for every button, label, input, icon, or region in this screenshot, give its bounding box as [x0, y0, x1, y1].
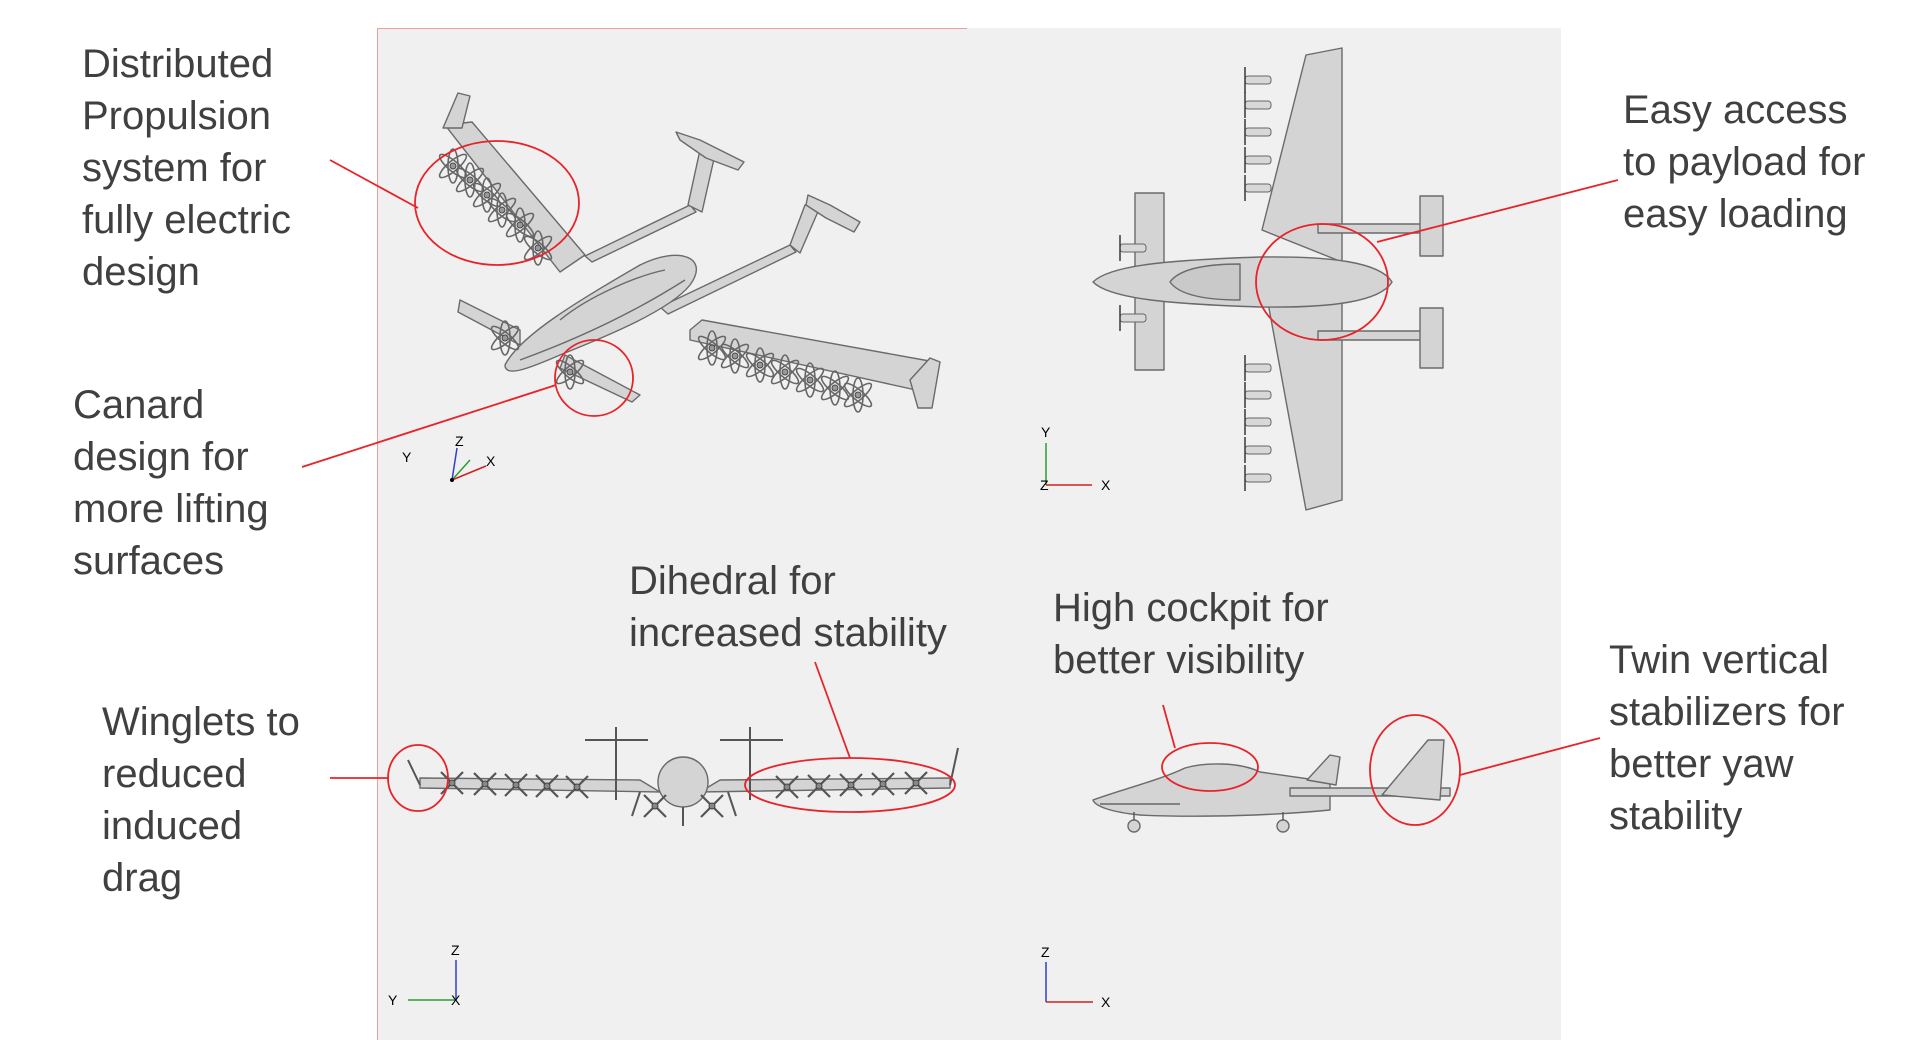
- twin-stabilizer-marker: [1369, 714, 1461, 826]
- high-cockpit-leader: [1162, 704, 1176, 749]
- triad-isometric: Y Z X: [402, 433, 496, 482]
- callout-line: High cockpit for: [1053, 586, 1329, 630]
- payload-leader: [1376, 179, 1619, 243]
- right-tail-plane: [805, 194, 861, 233]
- axis-label: X: [1101, 477, 1111, 493]
- tail-fin: [1381, 739, 1445, 801]
- main-wheel: [1276, 819, 1290, 833]
- callout-line: Distributed: [82, 42, 274, 86]
- left-winglet: [442, 92, 471, 129]
- right-tail-fin: [789, 204, 821, 254]
- fuselage: [1092, 256, 1393, 308]
- left-boom: [584, 204, 697, 263]
- callout-line: to payload for: [1623, 140, 1866, 184]
- landing-gear-left: [631, 791, 641, 817]
- callout-line: fully electric: [82, 198, 291, 242]
- right-boom: [659, 244, 797, 315]
- distributed-propulsion-marker: [414, 140, 580, 266]
- callout-line: design: [82, 250, 200, 294]
- callout-winglets: Winglets to reduced induced drag: [102, 696, 300, 904]
- axis-label-x: X: [451, 992, 461, 1008]
- axis-label: Z: [451, 942, 460, 958]
- callout-line: design for: [73, 435, 249, 479]
- canard-leader: [301, 384, 557, 468]
- aircraft-isometric-view: [442, 92, 941, 409]
- aircraft-top-view: [1092, 47, 1444, 511]
- axis-label: X: [486, 453, 496, 469]
- axis-label: Y: [388, 992, 398, 1008]
- callout-line: stability: [1609, 794, 1743, 838]
- callout-line: Dihedral for: [629, 559, 836, 603]
- views-panel: [378, 28, 1561, 1040]
- callout-twin-stabilizers: Twin vertical stabilizers for better yaw…: [1609, 634, 1845, 842]
- right-canard: [559, 354, 641, 403]
- mid-fin: [1306, 754, 1341, 786]
- axis-label: Y: [402, 449, 412, 465]
- fuselage-line: [519, 279, 686, 361]
- distributed-propulsion-leader: [329, 159, 419, 209]
- callout-line: induced: [102, 804, 243, 848]
- nose-wheel: [1127, 819, 1141, 833]
- callout-payload-access: Easy access to payload for easy loading: [1623, 84, 1865, 240]
- callout-line: Easy access: [1623, 88, 1848, 132]
- axis-label: Z: [1041, 944, 1050, 960]
- tail-boom: [1289, 787, 1451, 797]
- callout-line: Canard: [73, 383, 205, 427]
- callout-canard: Canard design for more lifting surfaces: [73, 379, 269, 587]
- callout-dihedral: Dihedral for increased stability: [629, 555, 947, 659]
- callout-high-cockpit: High cockpit for better visibility: [1053, 582, 1329, 686]
- triad-side: Z X: [1041, 944, 1111, 1010]
- high-cockpit-marker: [1161, 742, 1259, 792]
- landing-gear-right: [727, 791, 737, 817]
- panel-top-edge: [377, 28, 967, 29]
- callout-line: Twin vertical: [1609, 638, 1830, 682]
- callout-line: better yaw: [1609, 742, 1794, 786]
- callout-line: drag: [102, 856, 183, 900]
- lower-tail: [1419, 307, 1444, 369]
- annotations: [301, 140, 1619, 826]
- cockpit: [559, 269, 666, 321]
- callout-line: increased stability: [629, 611, 947, 655]
- triad-front: Z Y X: [388, 942, 461, 1008]
- fuselage: [657, 756, 709, 808]
- callout-line: reduced: [102, 752, 247, 796]
- canard-marker: [554, 339, 634, 417]
- left-tail-plane: [675, 131, 745, 171]
- axis-label: Z: [1040, 477, 1049, 493]
- callout-line: Winglets to: [102, 700, 300, 744]
- left-winglet: [407, 759, 421, 786]
- callout-line: system for: [82, 146, 267, 190]
- upper-wing: [1261, 47, 1343, 263]
- axis-label: Y: [1041, 424, 1051, 440]
- axis-label: X: [1101, 994, 1111, 1010]
- twin-stabilizer-leader: [1459, 737, 1601, 776]
- fuselage: [504, 254, 697, 372]
- callout-line: stabilizers for: [1609, 690, 1845, 734]
- callout-line: Propulsion: [82, 94, 272, 138]
- callout-line: better visibility: [1053, 638, 1305, 682]
- aircraft-side-view: [1092, 739, 1451, 833]
- cockpit-outline: [1169, 263, 1241, 301]
- dihedral-leader: [814, 661, 851, 759]
- axis-label: Z: [455, 433, 464, 449]
- triad-top: Y Z X: [1040, 424, 1111, 493]
- callout-line: more lifting: [73, 487, 269, 531]
- callout-distributed-propulsion: Distributed Propulsion system for fully …: [82, 38, 291, 298]
- upper-tail: [1419, 195, 1444, 257]
- callout-line: easy loading: [1623, 192, 1848, 236]
- right-winglet: [909, 357, 941, 409]
- callout-line: surfaces: [73, 539, 225, 583]
- panel-left-edge: [377, 28, 378, 1040]
- payload-marker: [1255, 223, 1389, 341]
